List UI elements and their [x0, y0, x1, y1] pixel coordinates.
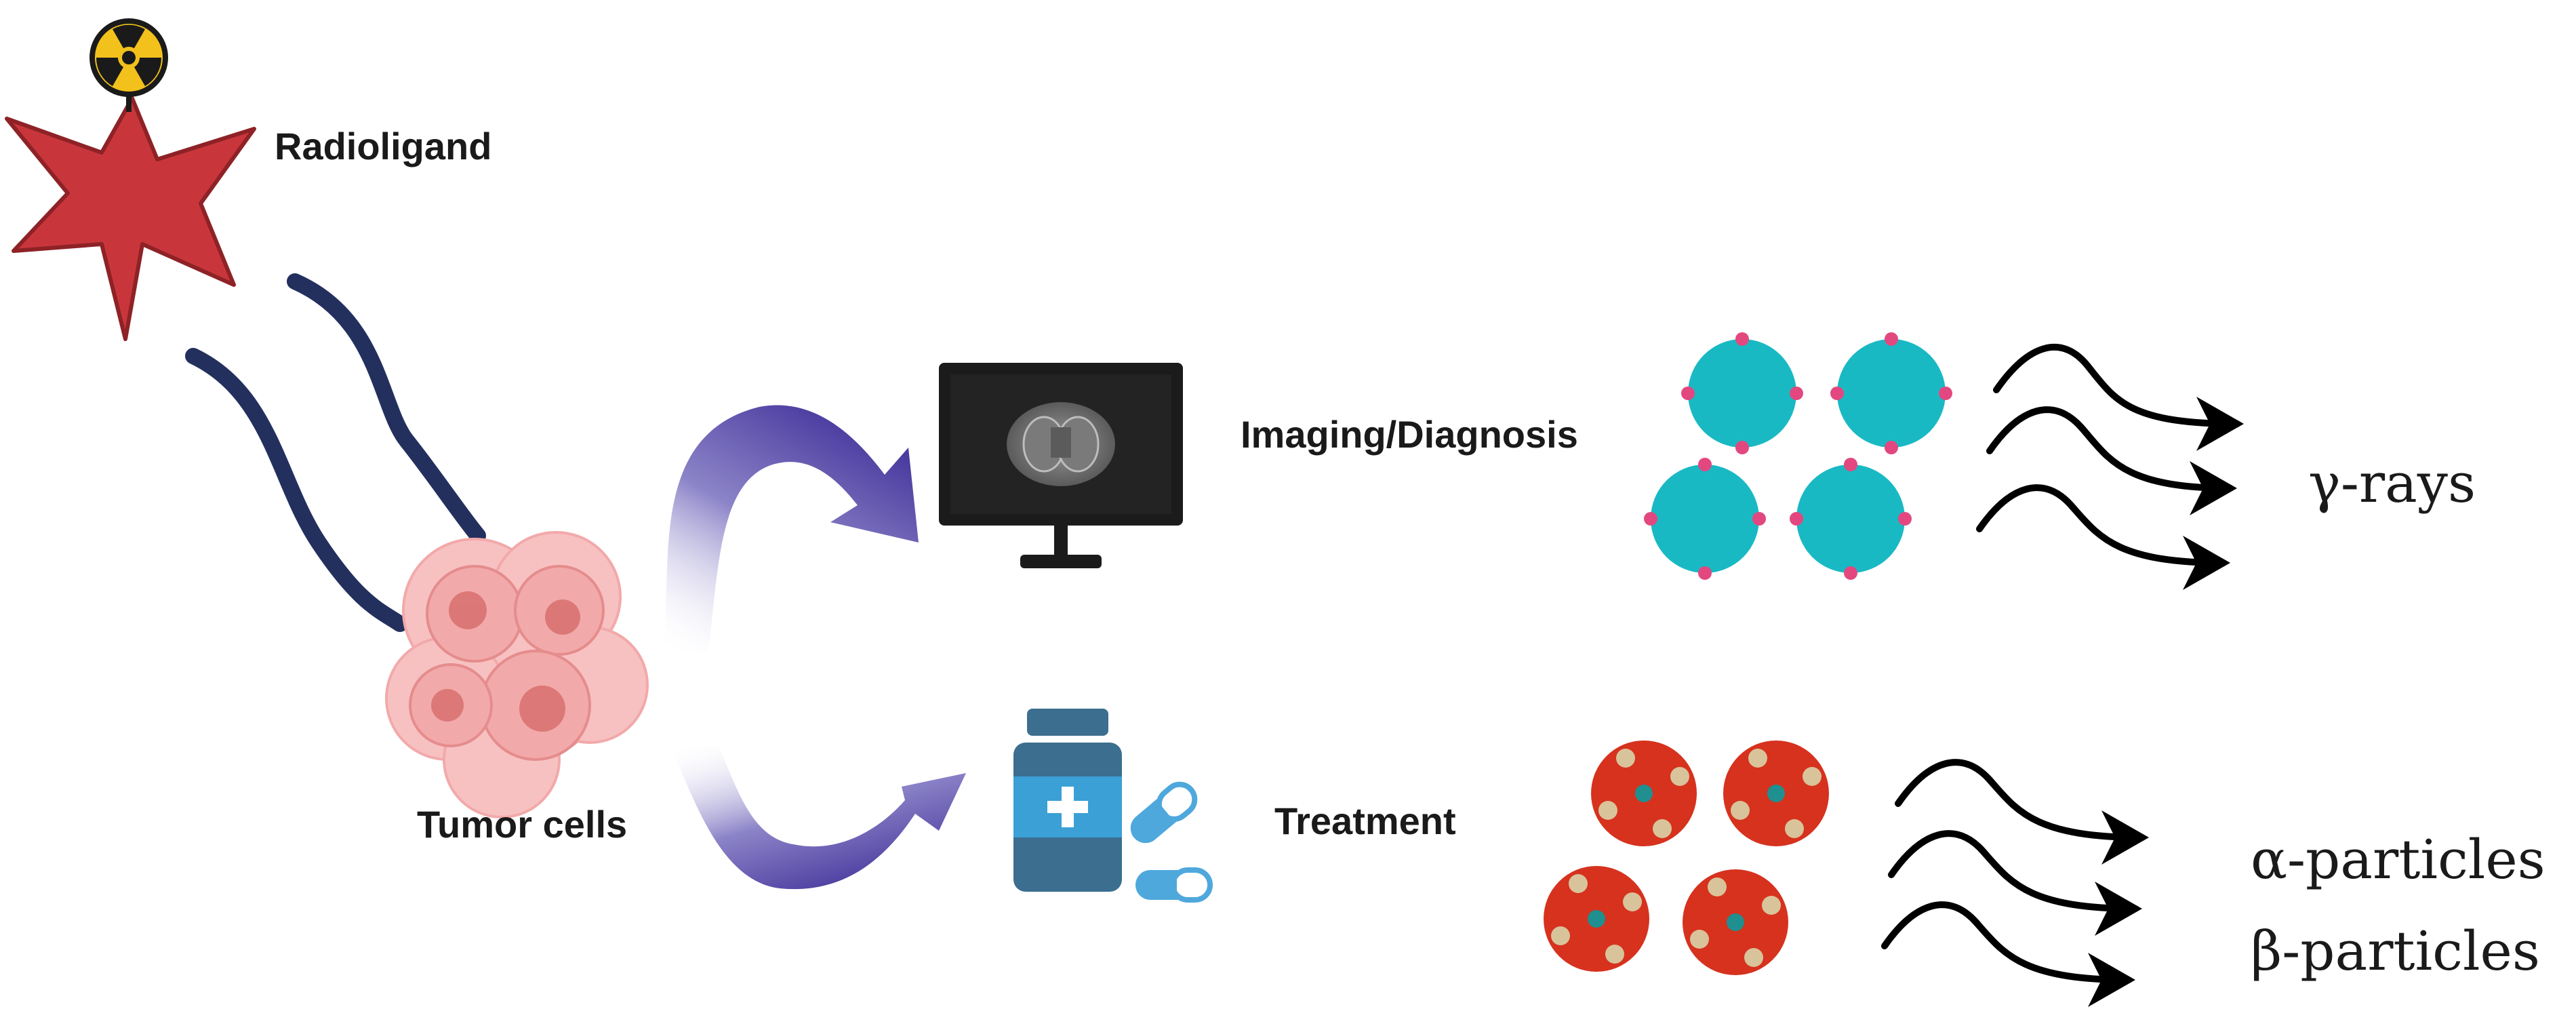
- imaging-particles: [1644, 332, 1952, 580]
- emission-arrow: [1895, 759, 2149, 865]
- treatment-label: Treatment: [1274, 800, 1456, 842]
- beta-particles-label: β-particles: [2251, 920, 2540, 983]
- radioligand-label: Radioligand: [275, 125, 491, 167]
- emission-arrow: [1993, 344, 2244, 451]
- imaging-particle: [1790, 458, 1912, 580]
- alpha-particles-label: α-particles: [2251, 828, 2545, 891]
- imaging-particle: [1644, 458, 1766, 580]
- imaging-label: Imaging/Diagnosis: [1241, 413, 1578, 456]
- emission-arrow: [1986, 406, 2237, 515]
- capsule-icon: [1130, 781, 1213, 903]
- emission-arrow: [1976, 484, 2230, 590]
- arrow-to-imaging: [664, 405, 919, 651]
- tumor-cells: [385, 531, 649, 818]
- gamma-emission-arrows: [1976, 344, 2244, 590]
- medicine-bottle-icon: [1013, 709, 1122, 892]
- imaging-particle: [1681, 332, 1803, 454]
- tumor-cells-label: Tumor cells: [417, 803, 627, 846]
- particle-emission-arrows: [1881, 759, 2149, 1007]
- monitor-icon: [939, 363, 1183, 568]
- treatment-particle: [1683, 869, 1788, 975]
- treatment-particle: [1591, 741, 1697, 846]
- emission-arrow: [1881, 901, 2135, 1007]
- ligand-path-waves: [185, 273, 486, 632]
- radioligand-star: [5, 96, 256, 341]
- gamma-rays-label: γ-rays: [2308, 452, 2476, 515]
- treatment-particle: [1723, 741, 1829, 846]
- arrow-to-treatment: [671, 746, 966, 890]
- radiation-icon: [89, 18, 168, 112]
- treatment-particles: [1544, 741, 1829, 975]
- emission-arrow: [1888, 830, 2142, 936]
- treatment-particle: [1544, 866, 1649, 972]
- imaging-particle: [1830, 332, 1952, 454]
